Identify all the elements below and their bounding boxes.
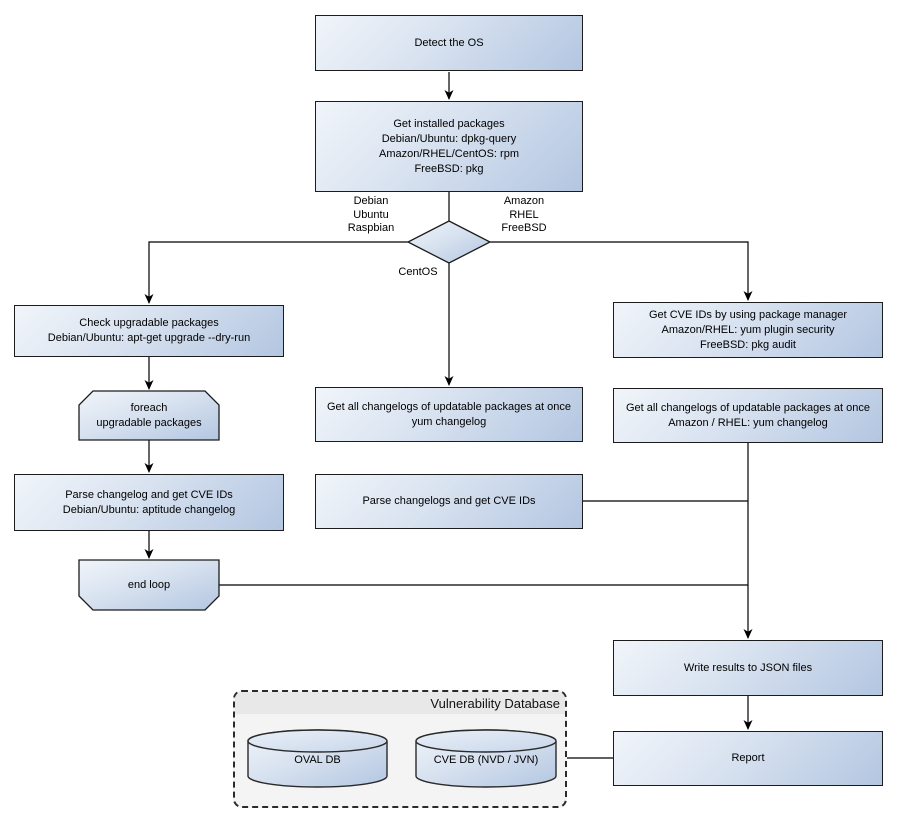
- vulnerability-database-header: Vulnerability Database: [235, 692, 565, 714]
- node-get-installed-packages-label: Get installed packages Debian/Ubuntu: dp…: [379, 117, 519, 175]
- node-parse-changelogs-get-cve-ids-label: Parse changelogs and get CVE IDs: [362, 495, 536, 507]
- node-write-results-to-json: Write results to JSON files: [613, 640, 883, 696]
- foreach-loop-label: foreach upgradable packages: [96, 401, 202, 429]
- decision-diamond: [406, 220, 492, 264]
- cve-db-label: CVE DB (NVD / JVN): [433, 753, 539, 766]
- node-get-installed-packages: Get installed packages Debian/Ubuntu: dp…: [315, 101, 583, 192]
- node-get-all-changelogs-yum: Get all changelogs of updatable packages…: [315, 387, 583, 442]
- node-check-upgradable-packages: Check upgradable packages Debian/Ubuntu:…: [14, 305, 284, 357]
- node-parse-changelog-get-cve-ids-label: Parse changelog and get CVE IDs Debian/U…: [62, 488, 236, 516]
- node-get-all-changelogs-amazon-rhel: Get all changelogs of updatable packages…: [613, 388, 883, 443]
- branch-label-centos: CentOS: [398, 266, 438, 278]
- node-parse-changelogs-get-cve-ids: Parse changelogs and get CVE IDs: [315, 474, 583, 529]
- node-parse-changelog-get-cve-ids: Parse changelog and get CVE IDs Debian/U…: [14, 474, 284, 531]
- branch-label-amazon-rhel-freebsd: Amazon RHEL FreeBSD: [501, 195, 547, 234]
- node-get-cve-ids-package-manager-label: Get CVE IDs by using package manager Ama…: [648, 308, 848, 351]
- end-loop-label: end loop: [127, 578, 171, 591]
- node-get-all-changelogs-amazon-rhel-label: Get all changelogs of updatable packages…: [625, 401, 870, 429]
- node-report-label: Report: [731, 752, 765, 764]
- node-report: Report: [613, 731, 883, 786]
- node-get-all-changelogs-yum-label: Get all changelogs of updatable packages…: [326, 400, 571, 428]
- oval-db-label: OVAL DB: [294, 753, 341, 766]
- connector-decision-to-get-cve-ids: [490, 241, 753, 301]
- branch-label-debian-ubuntu-raspbian: Debian Ubuntu Raspbian: [347, 195, 395, 234]
- node-detect-os: Detect the OS: [315, 15, 583, 71]
- node-write-results-to-json-label: Write results to JSON files: [683, 661, 813, 674]
- node-check-upgradable-packages-label: Check upgradable packages Debian/Ubuntu:…: [47, 317, 251, 344]
- vulnerability-database-title: Vulnerability Database: [430, 695, 560, 711]
- node-detect-os-label: Detect the OS: [414, 36, 484, 49]
- vulnerability-database-group: Vulnerability Database: [233, 690, 567, 808]
- node-get-cve-ids-package-manager: Get CVE IDs by using package manager Ama…: [613, 302, 883, 358]
- connector-decision-to-check-upgradable: [144, 241, 408, 304]
